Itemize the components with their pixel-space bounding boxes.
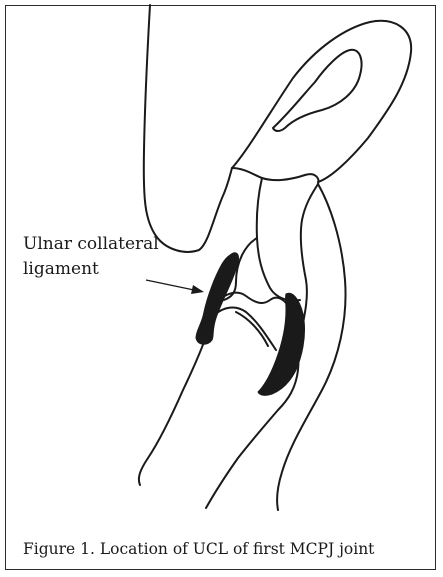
ligament-label: Ulnar collateral ligament — [23, 232, 159, 282]
ulnar-collateral-ligament — [196, 253, 239, 344]
pointer-arrow — [146, 280, 204, 294]
hand-outline — [144, 5, 232, 252]
ligament-label-line1: Ulnar collateral — [23, 232, 159, 257]
nail-loop — [273, 50, 362, 131]
proximal-phalanx-radial — [257, 178, 300, 301]
figure-caption: Figure 1. Location of UCL of first MCPJ … — [23, 539, 374, 559]
joint-surface-proximal — [216, 293, 292, 312]
distal-phalanx-outline — [232, 21, 411, 182]
radial-ligament-band — [258, 293, 305, 395]
ligament-label-line2: ligament — [23, 257, 159, 282]
